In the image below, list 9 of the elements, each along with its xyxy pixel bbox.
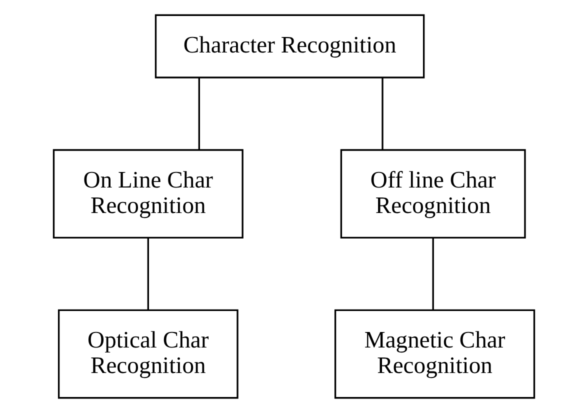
node-box: Character Recognition: [154, 14, 424, 78]
connector: [198, 78, 200, 150]
node-box: Off line Char Recognition: [340, 149, 526, 239]
connector: [381, 78, 383, 150]
node-box: On Line Char Recognition: [52, 149, 243, 239]
node-box: Magnetic Char Recognition: [334, 309, 535, 399]
connector: [432, 238, 434, 310]
connector: [146, 238, 148, 310]
node-box: Optical Char Recognition: [57, 309, 238, 399]
